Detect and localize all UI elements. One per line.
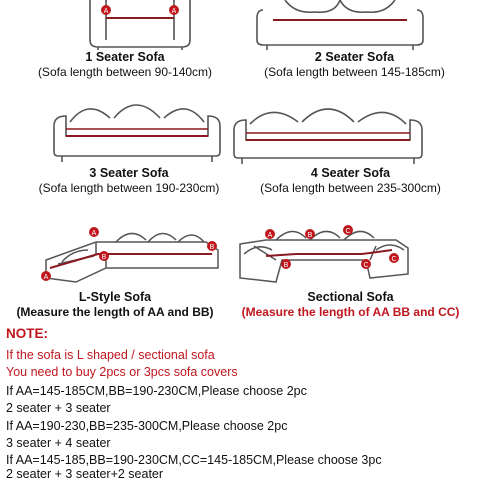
note-intro-2: You need to buy 2pcs or 3pcs sofa covers — [6, 365, 238, 379]
three-seater-range: (Sofa length between 190-230cm) — [38, 181, 220, 195]
note-intro-1: If the sofa is L shaped / sectional sofa — [6, 348, 215, 362]
svg-text:A: A — [44, 274, 49, 281]
marker-b-left — [99, 251, 109, 261]
one-seater-range: (Sofa length between 90-140cm) — [37, 65, 213, 79]
rule-1-condition: If AA=145-185CM,BB=190-230CM,Please choo… — [6, 384, 307, 398]
svg-text:C: C — [345, 228, 350, 235]
svg-text:A: A — [172, 8, 177, 15]
marker-a-bottom — [41, 271, 51, 281]
three-seater-name: 3 Seater Sofa — [89, 166, 169, 180]
l-style-name: L-Style Sofa — [78, 290, 152, 304]
note-title: NOTE: — [6, 326, 48, 341]
two-seater-range: (Sofa length between 145-185cm) — [264, 65, 445, 79]
caption-sectional: Sectional Sofa (Measure the length of AA… — [222, 290, 479, 320]
rule-3-condition: If AA=145-185,BB=190-230CM,CC=145-185CM,… — [6, 453, 382, 467]
marker-a-top — [89, 227, 99, 237]
svg-text:B: B — [308, 232, 313, 239]
three-seater-sofa-illustration — [53, 104, 221, 162]
two-seater-sofa-illustration — [256, 0, 424, 50]
svg-text:B: B — [284, 262, 289, 269]
svg-text:A: A — [92, 230, 97, 237]
l-style-sofa-illustration: A A B B — [41, 227, 219, 283]
rule-2-condition: If AA=190-230,BB=235-300CM,Please choose… — [6, 419, 288, 433]
caption-three-seater: 3 Seater Sofa (Sofa length between 190-2… — [0, 166, 258, 196]
svg-text:B: B — [210, 244, 215, 251]
two-seater-name: 2 Seater Sofa — [314, 50, 395, 64]
four-seater-name: 4 Seater Sofa — [310, 166, 391, 180]
sectional-name: Sectional Sofa — [307, 290, 394, 304]
one-seater-name: 1 Seater Sofa — [85, 50, 165, 64]
caption-four-seater: 4 Seater Sofa (Sofa length between 235-3… — [222, 166, 479, 196]
sectional-sofa-illustration: A B B C C C — [239, 225, 409, 283]
svg-text:A: A — [268, 232, 273, 239]
svg-text:A: A — [104, 8, 109, 15]
rule-1-result: 2 seater + 3 seater — [6, 401, 111, 415]
sectional-measure: (Measure the length of AA BB and CC) — [241, 305, 460, 319]
caption-one-seater: 1 Seater Sofa (Sofa length between 90-14… — [0, 50, 250, 80]
one-seater-sofa-illustration: A A — [89, 0, 191, 50]
svg-text:C: C — [391, 256, 396, 263]
marker-a-right — [169, 5, 179, 15]
l-style-measure: (Measure the length of AA and BB) — [16, 305, 214, 319]
rule-3-result: 2 seater + 3 seater+2 seater — [6, 467, 164, 481]
svg-text:C: C — [363, 262, 368, 269]
caption-two-seater: 2 Seater Sofa (Sofa length between 145-1… — [230, 50, 479, 80]
svg-text:B: B — [102, 254, 107, 261]
caption-l-style: L-Style Sofa (Measure the length of AA a… — [0, 290, 230, 320]
marker-a-left — [101, 5, 111, 15]
marker-b-right — [207, 241, 217, 251]
four-seater-range: (Sofa length between 235-300cm) — [260, 181, 441, 195]
rule-2-result: 3 seater + 4 seater — [6, 436, 111, 450]
four-seater-sofa-illustration — [233, 108, 423, 164]
